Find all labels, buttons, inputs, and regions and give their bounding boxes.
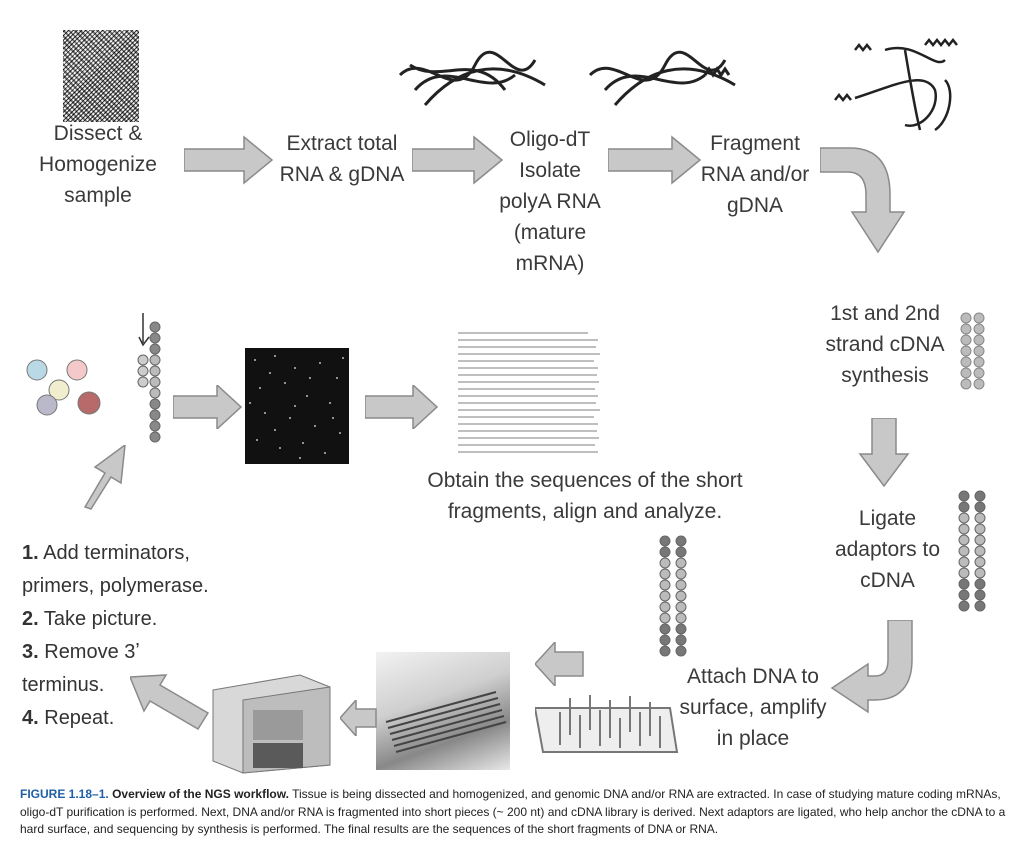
cdna-beads	[960, 312, 985, 390]
arrow-right-4	[173, 385, 243, 429]
flowcell-photo	[376, 652, 510, 770]
figure-number: FIGURE 1.18–1.	[20, 787, 109, 801]
step-cdna: 1st and 2nd strand cDNA synthesis	[825, 302, 945, 387]
step-fragment: Fragment RNA and/or gDNA	[700, 132, 810, 217]
arrow-right-5	[365, 385, 439, 429]
surface-slide	[535, 695, 679, 753]
list-item: primers, polymerase.	[22, 575, 209, 597]
ligate-beads	[958, 490, 986, 612]
list-item: 1. Add terminators,	[22, 542, 190, 564]
arrow-up-left	[130, 674, 210, 731]
list-item: terminus.	[22, 674, 105, 696]
step-oligo: Oligo-dT Isolate polyA RNA (mature mRNA)	[499, 128, 601, 275]
figure-body: Tissue is being dissected and homogenize…	[20, 787, 1006, 836]
step-dissect: Dissect & Homogenize sample	[39, 122, 157, 207]
terminator-dots	[26, 359, 101, 416]
step-ligate: Ligate adaptors to cDNA	[834, 507, 941, 592]
figure-caption: FIGURE 1.18–1. Overview of the NGS workf…	[20, 786, 1010, 839]
arrow-left-2	[340, 700, 377, 736]
arrow-right-2	[412, 135, 504, 185]
sequencing-steps-list: 1. Add terminators, primers, polymerase.…	[22, 537, 209, 735]
step-attach: Attach DNA to surface, amplify in place	[679, 665, 827, 750]
arrow-right-1	[184, 135, 274, 185]
figure-title: Overview of the NGS workflow.	[112, 787, 289, 801]
attach-beads	[659, 535, 687, 657]
arrow-up-diagonal	[83, 445, 126, 510]
step-obtain: Obtain the sequences of the short fragme…	[427, 469, 743, 523]
arrow-curve-down-1	[820, 147, 906, 254]
arrow-right-3	[608, 135, 702, 185]
sequence-reads-image	[458, 330, 608, 458]
arrow-curve-left	[830, 620, 913, 714]
rna-squiggle-1	[398, 50, 546, 106]
list-item: 2. Take picture.	[22, 608, 158, 630]
list-item: 4. Repeat.	[22, 707, 115, 729]
step-extract: Extract total RNA & gDNA	[279, 132, 405, 186]
sequencer-machine-image	[205, 665, 335, 775]
arrow-down-1	[858, 418, 910, 488]
list-item: 3. Remove 3ʼ	[22, 641, 140, 663]
fragment-squiggle	[834, 37, 958, 132]
tissue-sample-image	[63, 30, 139, 122]
arrow-left-1	[535, 642, 584, 686]
flowcell-image	[245, 348, 349, 464]
sequencing-beads	[137, 313, 161, 443]
rna-squiggle-2	[588, 50, 736, 106]
